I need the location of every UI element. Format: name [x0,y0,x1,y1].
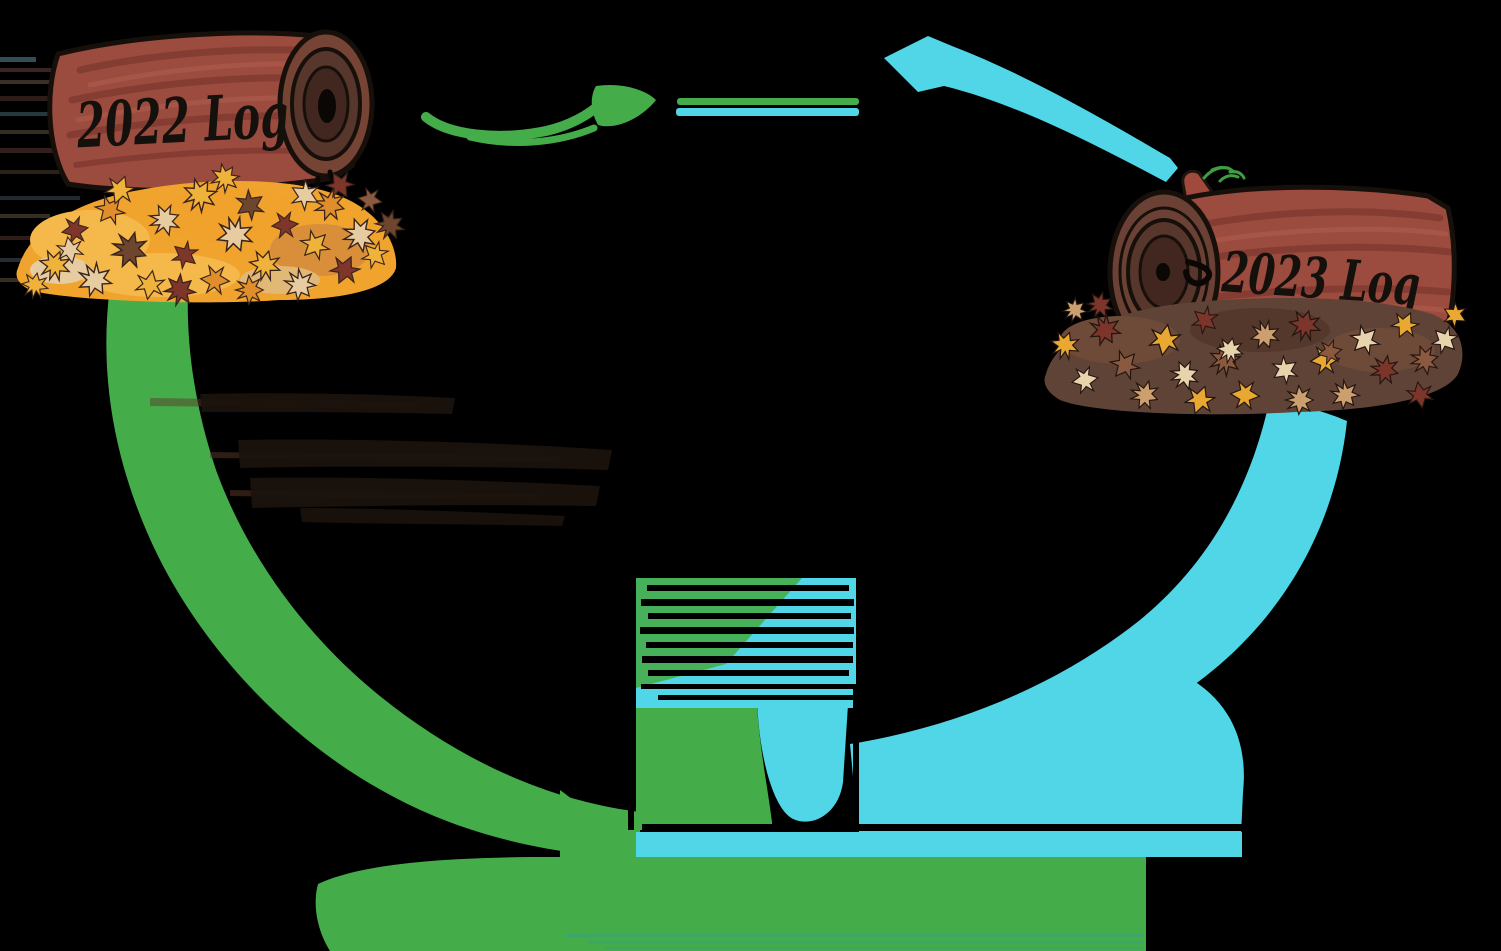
cyan-bottom-slab [858,676,1244,857]
artifact-lines-bottom [566,934,1144,949]
cyan-under-strip [636,832,1242,857]
green-lower-wedge [636,707,772,830]
green-cycle-arrow [106,286,1146,951]
legend-line-2022 [677,98,859,105]
long-baseline-rule [642,824,1242,831]
log-2022-end-cap [277,29,375,179]
green-arc [106,286,640,858]
legend-line-2023 [676,108,859,116]
legend [676,98,859,116]
hidden-text-block [628,562,1242,832]
block-left-rule [628,562,634,830]
block-right-rule [853,686,859,832]
log-2023-center-dot [1156,263,1170,281]
small-green-arrow [421,84,656,146]
branch-leaf-scribbles [1202,165,1246,183]
log-2022: 2022 Log [47,29,375,199]
green-fan-join [560,790,636,857]
log-2023-hook-mark [1183,259,1213,287]
leaf-pile-2023 [1044,286,1472,419]
green-bottom-band [315,857,1146,951]
small-green-arrowhead [591,84,656,127]
log-2022-center-hole [318,89,336,123]
cyan-tail-blob [757,700,848,822]
cyan-cycle-arrow [636,398,1347,857]
hidden-text-smears [150,393,612,526]
cyan-top-arrow [884,36,1178,182]
leaf-pile-2022 [16,158,410,313]
log-2022-label: 2022 Log [74,78,290,162]
